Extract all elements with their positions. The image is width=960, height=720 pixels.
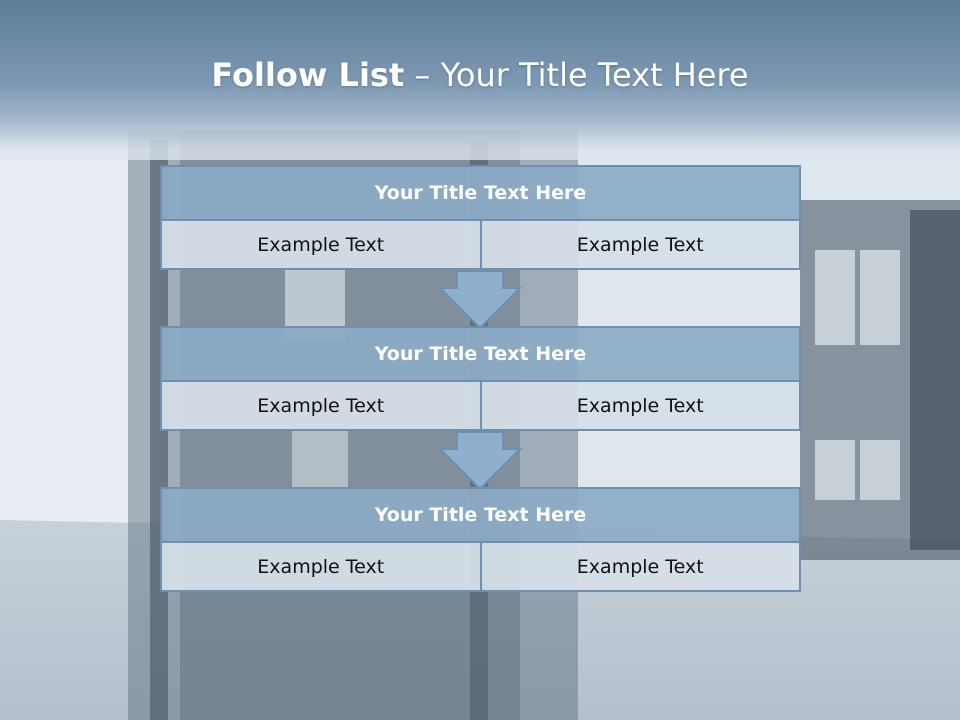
block-cell-right: Example Text [481, 382, 801, 431]
title-bold-part: Follow List [211, 56, 405, 94]
block-row: Example Text Example Text [160, 543, 801, 592]
block-cell-right: Example Text [481, 221, 801, 270]
block-cell-left: Example Text [160, 382, 482, 431]
block-cell-right: Example Text [481, 543, 801, 592]
block-cell-left: Example Text [160, 221, 482, 270]
block-title: Your Title Text Here [160, 487, 801, 543]
down-arrow-icon [438, 431, 522, 491]
block-cell-left: Example Text [160, 543, 482, 592]
slide-title: Follow List – Your Title Text Here [0, 56, 960, 94]
list-block-1: Your Title Text Here Example Text Exampl… [160, 165, 801, 270]
block-row: Example Text Example Text [160, 382, 801, 431]
list-block-3: Your Title Text Here Example Text Exampl… [160, 487, 801, 592]
title-rest-part: – Your Title Text Here [404, 56, 749, 94]
block-title: Your Title Text Here [160, 165, 801, 221]
block-row: Example Text Example Text [160, 221, 801, 270]
block-title: Your Title Text Here [160, 326, 801, 382]
list-block-2: Your Title Text Here Example Text Exampl… [160, 326, 801, 431]
header-band [0, 0, 960, 150]
down-arrow-icon [438, 270, 522, 330]
